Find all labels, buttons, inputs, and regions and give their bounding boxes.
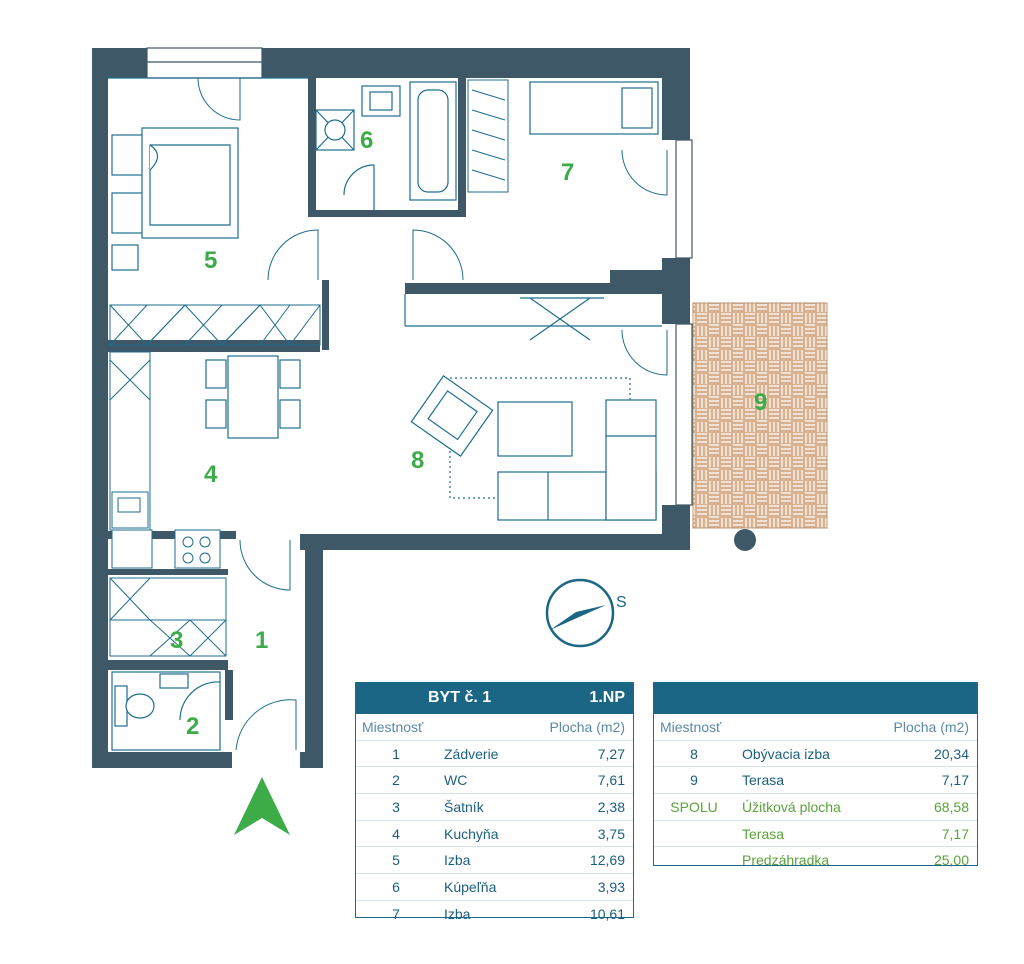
room-number-4: 4: [204, 461, 218, 488]
table-header: BYT č. 1 1.NP: [356, 683, 633, 714]
interior-lines: [108, 77, 662, 341]
room-number-5: 5: [204, 247, 217, 274]
dining-table: [205, 355, 301, 439]
room-number-2: 2: [186, 713, 199, 740]
double-bed: [111, 127, 239, 271]
apartment-title: BYT č. 1: [428, 689, 492, 706]
terrace-lamp: [734, 529, 756, 551]
room-number-9: 9: [754, 389, 767, 416]
room-number-7: 7: [561, 159, 574, 186]
col-area: Plocha (m2): [549, 719, 625, 735]
windows: [146, 47, 693, 506]
wardrobe-7: [467, 79, 509, 193]
kitchen-counter: [109, 351, 221, 569]
compass-icon: S: [545, 578, 627, 648]
room-number-3: 3: [170, 627, 183, 654]
room-number-8: 8: [411, 447, 424, 474]
storage-3: [109, 577, 227, 657]
single-bed: [529, 81, 659, 135]
terrace-floor: [692, 302, 828, 529]
col-room: Miestnosť: [660, 719, 722, 735]
col-area: Plocha (m2): [893, 719, 969, 735]
floor-label: 1.NP: [589, 689, 625, 706]
entrance-arrow-icon: [234, 777, 290, 835]
wardrobe-5: [109, 304, 321, 346]
bathroom-fixtures: [315, 81, 457, 210]
table-header: [654, 683, 977, 714]
compass-label: S: [616, 594, 627, 611]
living-furniture: [410, 375, 657, 521]
room-number-1: 1: [255, 627, 268, 654]
walls: [92, 48, 690, 768]
col-room: Miestnosť: [362, 719, 424, 735]
door-swings: [197, 77, 668, 751]
wc-fixtures: [111, 671, 221, 751]
table-columns: Miestnosť Plocha (m2): [356, 714, 633, 741]
table-columns: Miestnosť Plocha (m2): [654, 714, 977, 741]
room-number-6: 6: [360, 127, 373, 154]
